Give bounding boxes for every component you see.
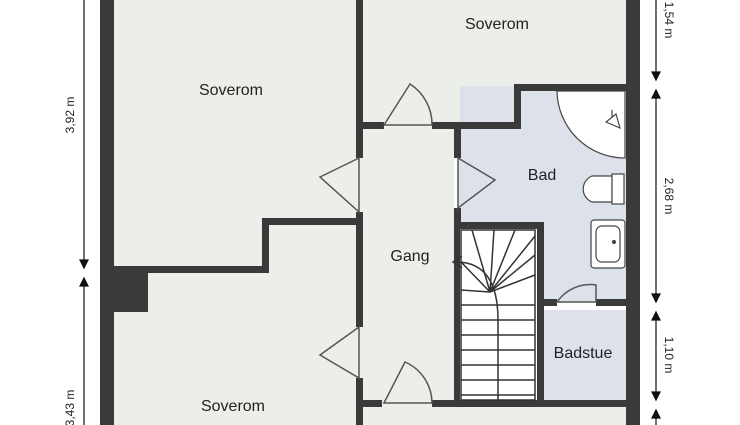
label-soverom-top-left: Soverom [199, 82, 263, 99]
dim-label-left-lower: 3,43 m [63, 390, 77, 425]
stair-winder [460, 261, 491, 293]
sink-basin-icon [595, 225, 621, 263]
label-bad: Bad [528, 167, 556, 184]
door-swing-soverom-bottom-left[interactable] [318, 325, 360, 380]
dim-arrow-right-bad-start [651, 88, 661, 99]
wall-left-divider-upper [262, 218, 360, 225]
wall-gang-left-bottom [356, 378, 363, 425]
dimension-lines [79, 0, 661, 425]
stair-winder [489, 274, 536, 293]
label-soverom-bottom-left: Soverom [201, 398, 265, 415]
walls [100, 0, 640, 425]
door-swing-soverom-top-right[interactable] [382, 82, 433, 126]
dim-arrow-left-upper-end [79, 259, 89, 270]
wall-gang-left-top [356, 0, 363, 158]
stair-winder [489, 229, 516, 293]
bathroom-fixtures [556, 90, 626, 269]
dim-label-left-upper: 3,92 m [63, 97, 77, 134]
label-soverom-top-right: Soverom [465, 16, 529, 33]
wall-top-right-bottom-b [432, 122, 520, 129]
dim-label-right-badstue: 1,10 m [662, 337, 676, 374]
dim-arrow-right-top-end [651, 71, 661, 82]
wall-stair-right [537, 222, 544, 404]
wall-bad-bottom-left [537, 299, 557, 306]
dim-arrow-right-badstue-start [651, 310, 661, 321]
stair-winder [489, 235, 536, 293]
wall-bad-left-top [454, 122, 461, 158]
dim-arrow-left-lower-start [79, 276, 89, 287]
stair-arrow [451, 255, 463, 269]
label-badstue: Badstue [554, 345, 613, 362]
dim-arrow-right-bad-end [651, 293, 661, 304]
toilet-tank-icon [611, 173, 625, 205]
toilet-icon [582, 175, 613, 203]
stair-walkline [455, 261, 499, 400]
wall-bad-bottom-right [596, 299, 626, 306]
dim-label-right-bad: 2,68 m [662, 178, 676, 215]
wall-bad-bottom [454, 222, 544, 229]
stair-winder [489, 254, 536, 293]
wall-right-outer [626, 0, 640, 425]
doors [318, 82, 597, 404]
room-labels: Soverom Soverom Bad Gang Badstue Soverom [199, 16, 612, 415]
wall-bad-top-step [514, 84, 521, 129]
wall-top-right-bottom [362, 122, 384, 129]
shower-icon [556, 90, 626, 159]
wall-left-outer [100, 0, 114, 425]
dim-label-right-top: 1,54 m [662, 2, 676, 39]
floor-badstue [540, 310, 626, 402]
dim-arrow-right-bottom-start [651, 408, 661, 419]
dimension-labels: 3,92 m 3,43 m 1,54 m 2,68 m 1,10 m [63, 2, 676, 425]
wall-bad-top [514, 84, 626, 91]
dim-arrow-right-badstue-end [651, 391, 661, 402]
wall-stair-left [454, 228, 460, 404]
door-swing-soverom-top-left[interactable] [318, 156, 360, 214]
wall-bottom-right-top [360, 400, 382, 407]
floor-bottom-right [360, 404, 626, 425]
wall-gang-left-mid [356, 212, 363, 327]
wall-left-divider [114, 266, 264, 273]
shower-head-icon [604, 110, 621, 130]
door-swing-bad[interactable] [457, 156, 497, 210]
staircase [451, 229, 536, 401]
wall-left-divider-step [262, 218, 269, 273]
wall-bottom-right-top-b [432, 400, 626, 407]
stair-winder [460, 289, 491, 293]
door-swing-bottom-right[interactable] [382, 361, 433, 404]
floor-areas [114, 0, 626, 425]
label-gang: Gang [390, 248, 429, 265]
wall-bad-left-bottom [454, 208, 461, 228]
sink-tap-icon [611, 239, 617, 245]
door-swing-badstue[interactable] [555, 283, 597, 303]
wall-chimney [100, 268, 148, 312]
floor-soverom-bottom-left [114, 226, 360, 425]
stair-winder [471, 229, 491, 293]
